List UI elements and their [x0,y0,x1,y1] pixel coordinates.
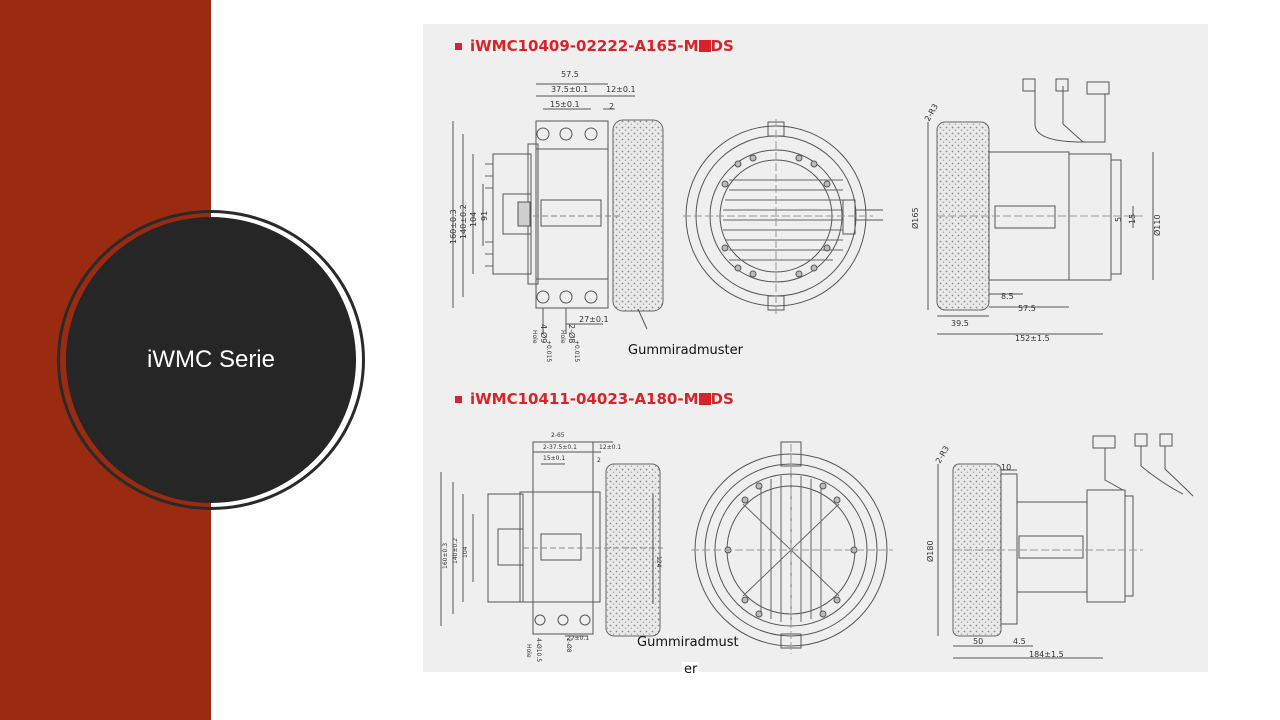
dim-2-r3: 2-R3 [934,444,951,465]
dim-39-5: 39.5 [951,319,969,328]
model2-caption-line1: Gummiradmust [637,635,739,650]
dim-124: 124 [655,556,662,568]
model2-name-prefix: iWMC10411-04023-A180-M [470,390,699,408]
drawings-svg: 57.5 37.5±0.1 12±0.1 15±0.1 2 27±0.1 160… [440,70,1194,662]
dim-104: 104 [462,546,469,558]
model1-side-view [452,83,664,334]
dim-57-5b: 57.5 [1018,304,1036,313]
title-circle: iWMC Serie [66,217,356,503]
model2-section-view [937,433,1194,659]
dim-160: 160±0.3 [442,543,449,569]
title-circle-ring [57,210,365,510]
dim-180: Ø180 [925,540,935,562]
dim-37-5: 37.5±0.1 [551,85,588,94]
hole1-tol: +0.015 [545,340,552,362]
dim-104: 104 [469,212,478,227]
model2-side-view [440,441,663,637]
model1-side-dims: 57.5 37.5±0.1 12±0.1 15±0.1 2 27±0.1 160… [449,70,636,362]
model2-front-view [691,441,893,654]
hole2-label: Hole [559,330,566,344]
dim-15: 15±0.1 [550,100,580,109]
bullet-square-icon [455,43,462,50]
dim-8-5: 8.5 [1001,292,1014,301]
dim-50: 50 [973,637,983,646]
model2-side-dims: 2-65 2-37.5±0.1 12±0.1 15±0.1 2 27±0.1 1… [442,432,662,662]
dim-57-5: 57.5 [561,70,579,79]
hole1-label: Hole [531,330,538,344]
hole2-tol: +0.015 [573,340,580,362]
hole1-dim: 4-Ø10.5 [535,638,542,662]
hole2-dim: 2-Ø8 [567,324,577,343]
hole1-dim: 4-Ø9 [539,324,549,343]
bullet-square-icon [455,396,462,403]
dim-10: 10 [1001,463,1011,472]
dim-2-r3: 2-R3 [923,102,940,123]
dim-37-5: 2-37.5±0.1 [543,444,577,451]
model1-caption: Gummiradmuster [628,343,743,358]
dim-2: 2 [609,102,614,111]
slide-heading: iWMC Serie [146,346,275,373]
dim-27: 27±0.1 [567,635,589,642]
model1-name-prefix: iWMC10409-02222-A165-M [470,37,699,55]
model1-section-view [927,78,1154,335]
dim-160: 160±0.3 [449,209,458,244]
dim-91: 91 [480,211,489,221]
model1-title: iWMC10409-02222-A165-M DS [455,37,734,55]
dim-110: Ø110 [1152,214,1162,236]
technical-drawing-panel: iWMC10409-02222-A165-M DS iWMC10411-04023… [423,24,1208,672]
hole2-dim: 2-Ø8 [565,638,572,653]
dim-27: 27±0.1 [579,315,609,324]
model2-name-suffix: DS [710,390,734,408]
model1-front-view [683,119,883,314]
model1-name-suffix: DS [710,37,734,55]
dim-4-5: 4.5 [1013,637,1026,646]
dim-5r: 5 [1114,217,1123,222]
dim-152: 152±1.5 [1015,334,1050,343]
dim-2: 2 [597,457,601,464]
model2-caption-line2: er [682,662,700,677]
dim-12: 12±0.1 [606,85,636,94]
dim-12: 12±0.1 [599,444,621,451]
hole1-label: Hole [525,644,532,658]
placeholder-square-icon [698,40,711,52]
dim-15r: 15 [1128,214,1137,224]
dim-2-65: 2-65 [551,432,565,439]
dim-165: Ø165 [910,207,920,229]
dim-15: 15±0.1 [543,455,565,462]
dim-184: 184±1.5 [1029,650,1064,659]
model2-title: iWMC10411-04023-A180-M DS [455,390,734,408]
dim-140: 140±0.2 [459,204,468,239]
dim-140: 140±0.2 [452,538,459,564]
placeholder-square-icon [698,393,711,405]
